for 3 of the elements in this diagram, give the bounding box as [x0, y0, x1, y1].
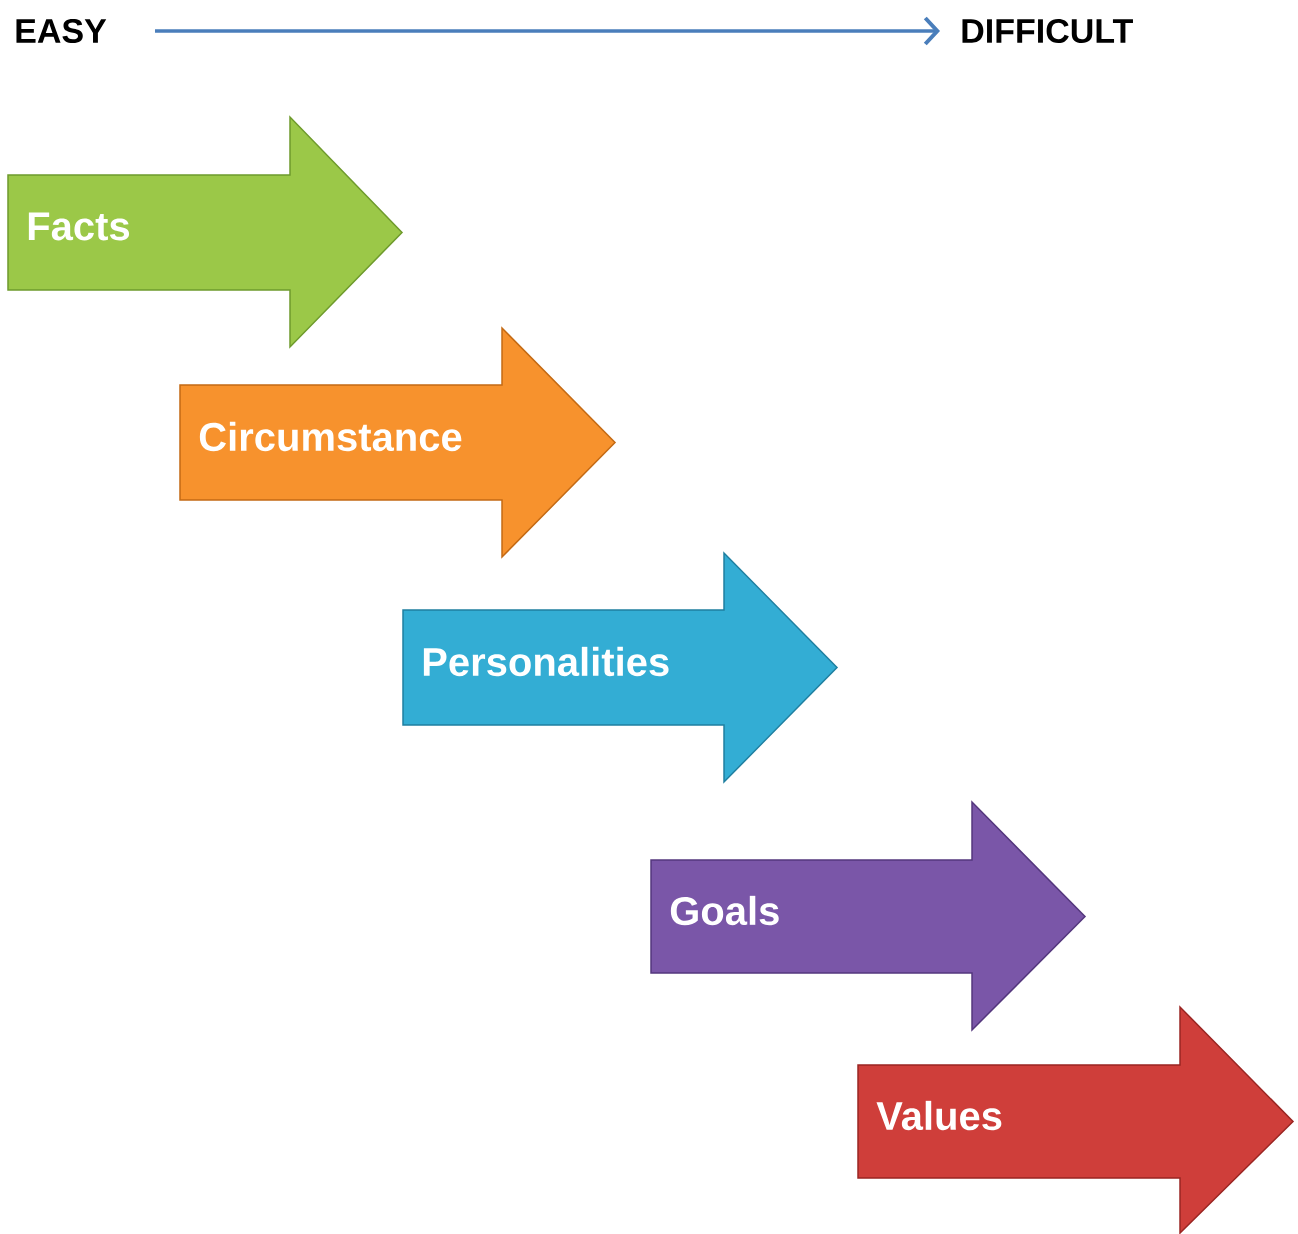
scale-label: DIFFICULT — [962, 18, 1133, 44]
arrow — [155, 16, 940, 46]
scale-label: EASY — [16, 18, 107, 44]
